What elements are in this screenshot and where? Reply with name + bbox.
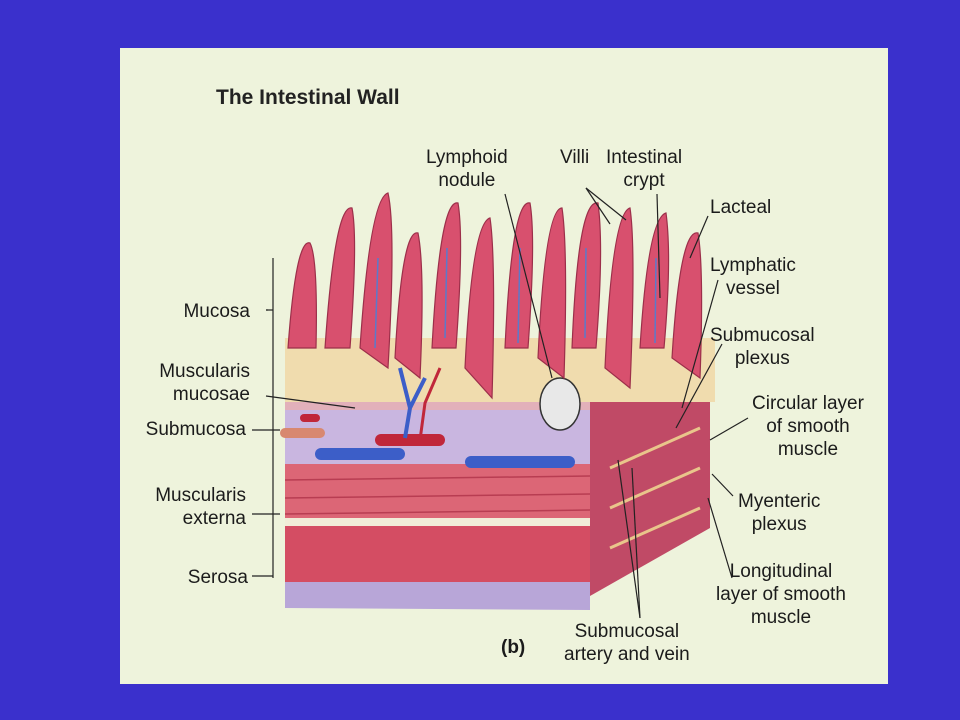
label-submucosal-artery-vein: Submucosal artery and vein (564, 621, 690, 665)
serosa-layer (285, 578, 590, 610)
label-mucosa: Mucosa (183, 301, 250, 322)
artery (375, 434, 445, 446)
figure-title: The Intestinal Wall (216, 86, 400, 109)
lamina-propria (285, 338, 715, 402)
intestinal-wall-figure: The Intestinal Wall Lymphoid nodule Vill… (120, 48, 888, 684)
label-villi: Villi (560, 147, 590, 168)
label-submucosal-plexus: Submucosal plexus (710, 325, 815, 369)
panel-label: (b) (501, 637, 526, 658)
muscularis-mucosae-layer (285, 400, 590, 410)
label-muscularis-mucosae: Muscularis mucosae (159, 361, 250, 405)
label-myenteric-plexus: Myenteric plexus (738, 491, 821, 535)
label-circular-layer: Circular layer of smooth muscle (752, 393, 864, 460)
label-submucosa: Submucosa (145, 419, 246, 440)
circular-muscle-band (285, 524, 590, 582)
intestinal-wall-illustration (252, 187, 749, 619)
label-lacteal: Lacteal (710, 197, 772, 218)
villi-row (287, 192, 703, 400)
label-longitudinal-layer: Longitudinal layer of smooth muscle (716, 561, 846, 628)
lymphoid-nodule (539, 377, 581, 431)
label-intestinal-crypt: Intestinal crypt (606, 147, 683, 191)
label-lymphatic-vessel: Lymphatic vessel (710, 255, 796, 299)
label-lymphoid-nodule: Lymphoid nodule (426, 147, 508, 191)
leader-lines (252, 187, 749, 619)
block-side-face (590, 378, 710, 596)
label-muscularis-externa: Muscularis externa (155, 485, 246, 529)
vein (315, 448, 405, 460)
label-serosa: Serosa (187, 567, 248, 588)
